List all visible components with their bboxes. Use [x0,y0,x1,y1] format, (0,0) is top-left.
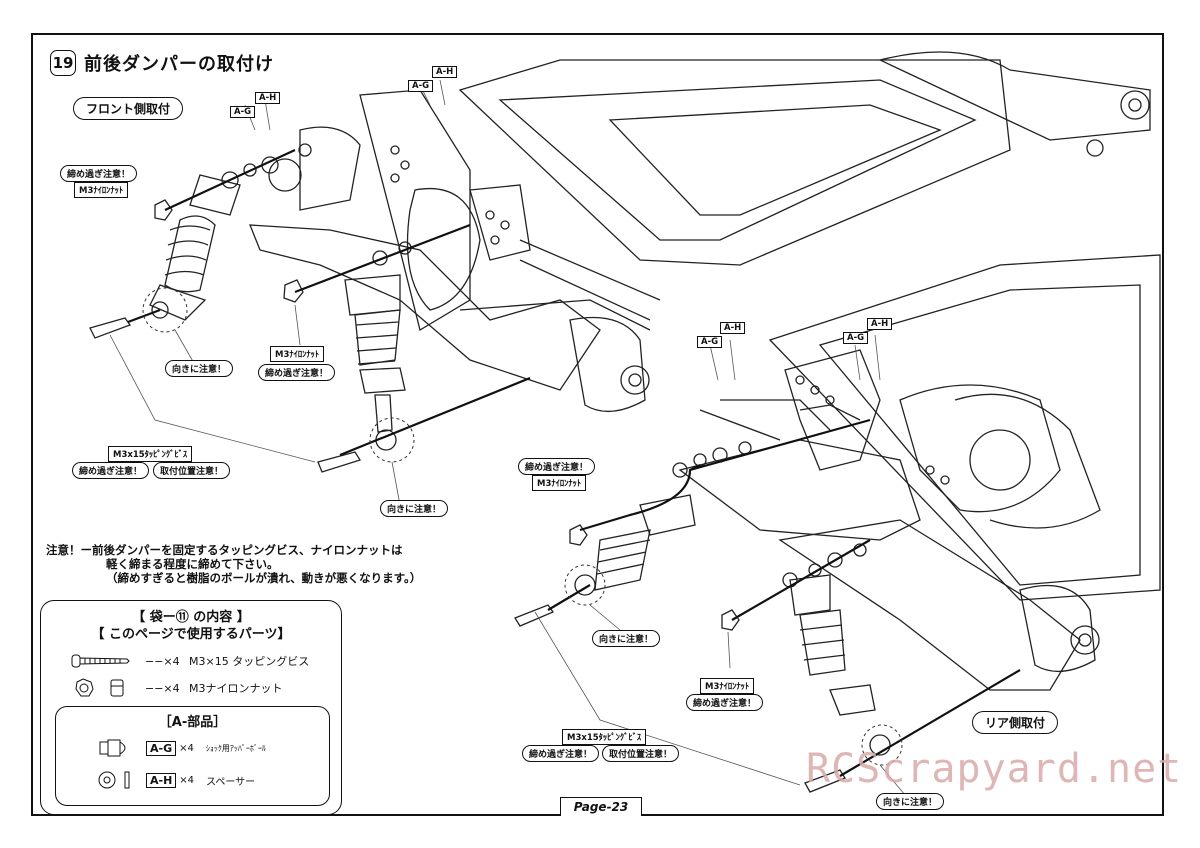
screw-name: M3×15 タッピングビス [189,655,310,668]
parts-list-box: 【 袋ー⑪ の内容 】 【 このページで使用するパーツ】 −−×4 M3×15 … [40,600,342,815]
front-chassis-tub [458,59,1011,266]
label-nut-rear-1: M3ﾅｲﾛﾝﾅｯﾄ [532,475,587,491]
step-header: 19 前後ダンパーの取付け [50,50,274,76]
note-direction-front-2: 向きに注意！ [380,500,449,517]
code-a-g-rear-right: A-G [843,332,869,344]
step-number: 19 [50,50,76,76]
nut-qty: −−×4 [145,681,180,695]
nylon-nut-icon [75,678,124,697]
rear-tower-holes [795,375,950,485]
upper-ball-icon [99,739,126,757]
a-parts-box: ［A-部品］ A-G ×4 ｼｮｯｸ用ｱｯﾊﾟｰﾎﾞｰﾙ A-H ×4 スペーサ… [55,706,330,806]
screw-qty: −−×4 [145,654,180,668]
rear-lower-arm [778,519,1081,691]
code-a-g-rear-left: A-G [697,336,723,348]
code-a-h-rear-left: A-H [720,322,746,334]
note-overtighten-front-1: 締め過ぎ注意！ [60,165,138,182]
front-shock-tower [359,89,471,332]
note-overtighten-front-3: 締め過ぎ注意！ [72,462,150,479]
note-overtighten-front-2: 締め過ぎ注意！ [258,364,336,381]
a-parts-title: ［A-部品］ [158,715,227,730]
page-number: Page-23 [560,797,642,816]
page-title: 前後ダンパーの取付け [84,54,274,75]
parts-row-screw: −−×4 M3×15 タッピングビス [71,653,309,669]
note-overtighten-rear-2: 締め過ぎ注意！ [686,694,764,711]
rear-chassis-tub [768,254,1161,601]
tower-holes [390,145,510,245]
code-a-g-front-right: A-G [408,80,434,92]
rear-gearbox [899,384,1061,513]
note-position-front: 取付位置注意！ [153,462,231,479]
nut-name: M3ナイロンナット [189,682,283,695]
note-direction-rear-1: 向きに注意！ [592,630,661,647]
parts-page-title: 【 このページで使用するパーツ】 [91,627,291,642]
front-lower-arm [249,224,601,391]
rear-shock-right [789,574,891,756]
watermark: RCScrapyard.net [806,746,1183,792]
label-screw-front: M3x15ﾀｯﾋﾟﾝｸﾞﾋﾞｽ [108,446,193,462]
code-a-h-rear-right: A-H [867,318,893,330]
code-a-h-front-left: A-H [255,92,281,104]
note-direction-front-1: 向きに注意！ [165,360,234,377]
note-overtighten-rear-1: 締め過ぎ注意！ [518,458,596,475]
direction-circles [142,287,903,766]
guide-lines [127,149,1021,777]
a-g-code: A-G [146,740,177,756]
parts-bag-title: 【 袋ー⑪ の内容 】 [132,610,250,625]
front-shock-right [344,274,406,451]
parts-row-a-g: A-G ×4 ｼｮｯｸ用ｱｯﾊﾟｰﾎﾞｰﾙ [98,737,266,759]
note-overtighten-rear-3: 締め過ぎ注意！ [522,745,600,762]
a-h-name: スペーサー [206,776,256,788]
leader-lines [109,79,906,796]
a-g-qty: ×4 [179,742,194,754]
label-nut-front-1: M3ﾅｲﾛﾝﾅｯﾄ [74,182,129,198]
a-h-code: A-H [146,772,177,788]
a-h-qty: ×4 [179,774,195,786]
rear-shock-left [574,494,696,596]
a-g-name: ｼｮｯｸ用ｱｯﾊﾟｰﾎﾞｰﾙ [205,743,266,753]
caution-line-1: 注意！ー前後ダンパーを固定するタッピングビス、ナイロンナットは [46,543,403,557]
tapping-screw-icon [71,654,130,668]
label-nut-front-2: M3ﾅｲﾛﾝﾅｯﾄ [270,346,325,362]
parts-row-nut: −−×4 M3ナイロンナット [71,677,283,699]
caution-note: 注意！ー前後ダンパーを固定するタッピングビス、ナイロンナットは 軽く締まる程度に… [46,543,421,585]
label-nut-rear-2: M3ﾅｲﾛﾝﾅｯﾄ [700,678,755,694]
front-hardware [89,143,412,473]
code-a-g-front-left: A-G [230,106,256,118]
note-direction-rear-2: 向きに注意！ [876,793,945,810]
note-position-rear: 取付位置注意！ [602,745,680,762]
front-section-tag: フロント側取付 [73,97,184,120]
parts-row-a-h: A-H ×4 スペーサー [98,769,255,791]
caution-line-2: 軽く締まる程度に締めて下さい。 [106,557,279,571]
rear-section-tag: リア側取付 [972,711,1059,734]
caution-line-3: （締めすぎると樹脂のボールが潰れ、動きが悪くなります。） [106,571,422,585]
rear-shock-tower [784,349,881,471]
code-a-h-front-right: A-H [432,66,458,78]
label-screw-rear: M3x15ﾀｯﾋﾟﾝｸﾞﾋﾞｽ [562,729,647,745]
spacer-icon [98,771,130,789]
